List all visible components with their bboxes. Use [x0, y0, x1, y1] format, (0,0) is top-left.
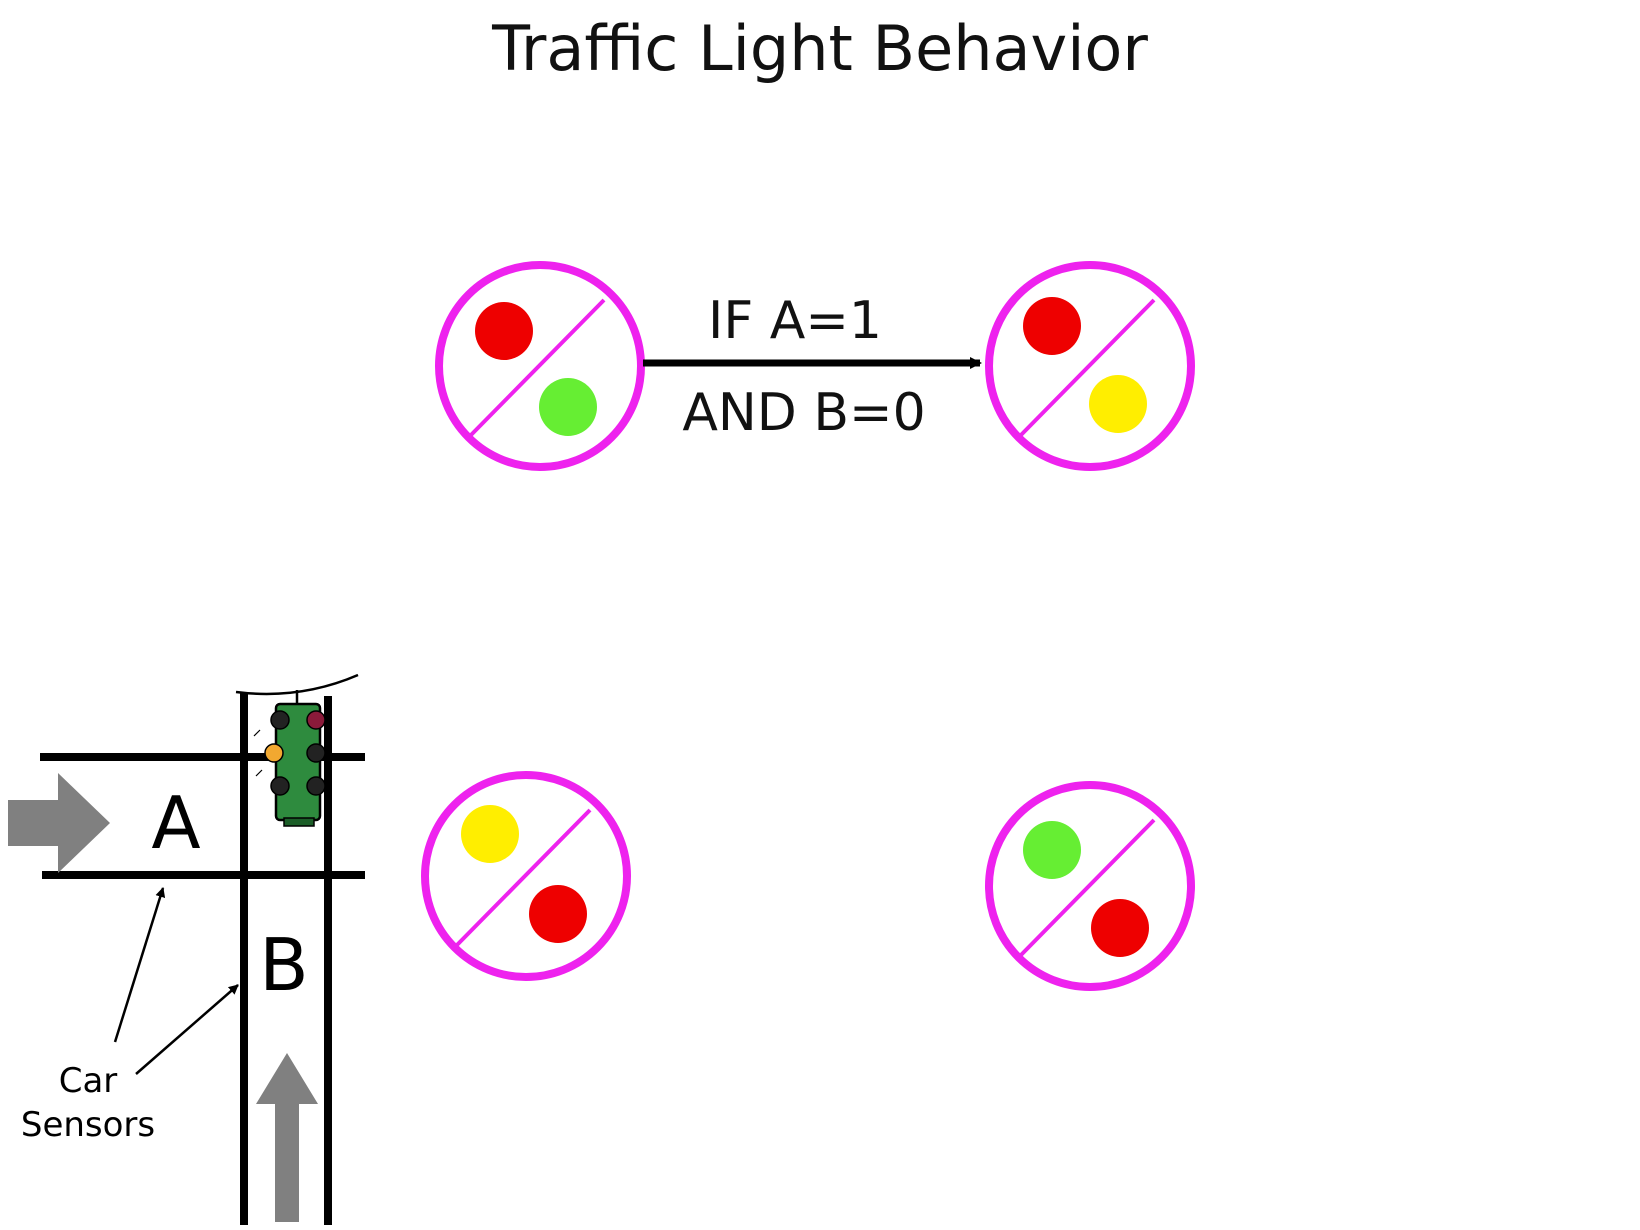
car-sensors-label-line2: Sensors: [21, 1105, 155, 1145]
state-divider: [1018, 818, 1156, 958]
road-a-label: A: [151, 781, 200, 865]
light-a-indicator: [461, 805, 519, 863]
state-node-1: [435, 261, 645, 471]
transition-condition-line2: AND B=0: [682, 383, 925, 443]
state-node-2: [985, 261, 1195, 471]
light-b-indicator: [1091, 899, 1149, 957]
state-divider: [1018, 298, 1156, 438]
transition-1-to-2: IF A=1 AND B=0: [643, 291, 982, 443]
road-b-label: B: [259, 923, 308, 1007]
road-a-flow-arrow: [8, 773, 110, 873]
sensor-pointer-b: [135, 984, 239, 1075]
sensor-pointer-a: [113, 887, 166, 1043]
light-b-indicator: [539, 378, 597, 436]
state-ring: [985, 261, 1195, 471]
state-ring: [435, 261, 645, 471]
traffic-signal-icon: [235, 673, 359, 827]
light-b-indicator: [1089, 375, 1147, 433]
road-b-flow-arrow: [256, 1053, 318, 1222]
light-a-indicator: [1023, 297, 1081, 355]
intersection-illustration: A B Car Sensors: [8, 673, 365, 1225]
light-a-indicator: [1023, 821, 1081, 879]
diagram-title: Traffic Light Behavior: [492, 12, 1148, 85]
light-a-indicator: [475, 302, 533, 360]
car-sensors-label-line1: Car: [59, 1061, 118, 1101]
light-b-indicator: [529, 885, 587, 943]
state-divider: [468, 298, 606, 438]
state-node-4: [985, 781, 1195, 991]
state-node-3: [421, 771, 631, 981]
state-divider: [454, 808, 592, 948]
state-ring: [985, 781, 1195, 991]
transition-condition-line1: IF A=1: [708, 291, 882, 351]
state-ring: [421, 771, 631, 981]
